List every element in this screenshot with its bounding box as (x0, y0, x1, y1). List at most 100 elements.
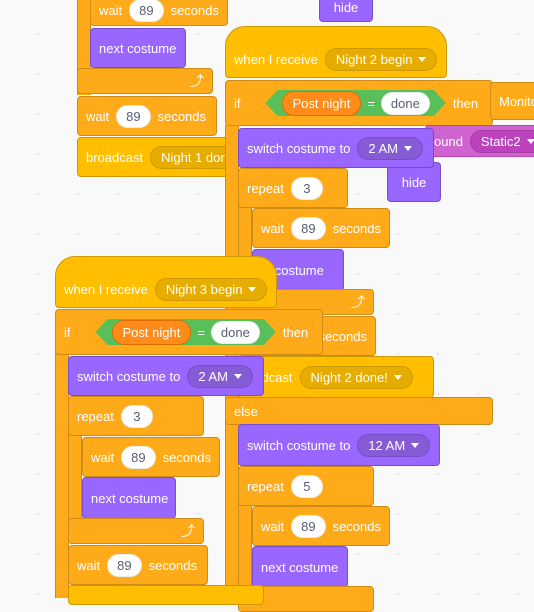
equals-label: = (197, 324, 205, 340)
broadcast-dropdown[interactable]: Night 1 don (150, 145, 239, 169)
wait-block[interactable]: wait 89 seconds (90, 0, 228, 26)
wait-seconds-input[interactable]: 89 (129, 0, 164, 22)
wait-label: wait (86, 108, 110, 124)
costume-value: 2 AM (368, 140, 398, 156)
when-i-receive-label: when I receive (234, 51, 318, 67)
else-bar: else (225, 397, 493, 425)
chevron-down-icon (403, 145, 412, 151)
sound-dropdown[interactable]: Static2 (469, 129, 534, 153)
broadcast-dropdown[interactable]: Night 2 done! (299, 365, 413, 389)
next-costume-label: next costume (261, 559, 339, 575)
switch-costume-label: switch costume to (247, 437, 351, 453)
hide-label: hide (333, 0, 359, 15)
switch-costume-block[interactable]: switch costume to 2 AM (238, 128, 434, 168)
then-label: then (282, 324, 309, 340)
if-label: if (234, 95, 241, 111)
sound-value: Static2 (480, 133, 521, 149)
repeat-count-input[interactable]: 3 (120, 404, 153, 428)
seconds-label: seconds (162, 449, 211, 465)
repeat-count-input[interactable]: 5 (290, 474, 323, 498)
if-block[interactable]: if Post night = done then (55, 309, 323, 355)
wait-seconds-input[interactable]: 89 (121, 445, 156, 469)
costume-dropdown[interactable]: 2 AM (357, 136, 423, 160)
post-night-variable[interactable]: Post night (282, 91, 362, 116)
seconds-label: seconds (170, 2, 219, 18)
equals-value-input[interactable]: done (381, 92, 430, 115)
equals-operator[interactable]: Post night = done (266, 90, 446, 116)
seconds-label: seconds (332, 518, 381, 534)
next-costume-block[interactable]: next costume (90, 28, 186, 68)
repeat-end-block: ⤴ (77, 68, 213, 94)
message-dropdown[interactable]: Night 2 begin (324, 47, 438, 71)
costume-dropdown[interactable]: 2 AM (187, 364, 253, 388)
when-i-receive-hat[interactable]: when I receive Night 2 begin (225, 26, 447, 78)
repeat-block[interactable]: repeat 3 (238, 168, 348, 208)
switch-costume-block[interactable]: switch costume to 2 AM (68, 356, 264, 396)
repeat-arm (238, 500, 252, 598)
broadcast-label: broadcast (86, 149, 144, 165)
broadcast-block[interactable]: broadcast Night 1 don (77, 137, 239, 177)
repeat-arrow-icon: ⤴ (181, 523, 195, 539)
equals-operator[interactable]: Post night = done (96, 319, 276, 345)
repeat-label: repeat (247, 478, 284, 494)
wait-block[interactable]: wait 89 seconds (77, 96, 217, 136)
equals-value-input[interactable]: done (211, 321, 260, 344)
wait-block[interactable]: wait 89 seconds (68, 545, 208, 585)
seconds-label: seconds (157, 108, 207, 124)
wait-label: wait (261, 220, 285, 236)
broadcast-block[interactable]: oadcast Night 2 done! (238, 356, 434, 398)
wait-seconds-input[interactable]: 89 (116, 104, 151, 128)
broadcast-value: Night 2 done! (310, 369, 388, 385)
repeat-arm (68, 432, 82, 542)
message-value: Night 3 begin (165, 281, 243, 297)
wait-seconds-input[interactable]: 89 (291, 514, 326, 538)
next-costume-block[interactable]: next costume (252, 546, 348, 588)
chevron-down-icon (411, 442, 420, 448)
wait-label: wait (99, 2, 123, 18)
switch-costume-label: switch costume to (77, 368, 181, 384)
repeat-count-input[interactable]: 3 (290, 176, 323, 200)
switch-costume-block[interactable]: switch costume to 12 AM (238, 424, 440, 466)
when-i-receive-hat[interactable]: when I receive Night 3 begin (55, 256, 277, 308)
wait-block[interactable]: wait 89 seconds (82, 437, 220, 477)
broadcast-block[interactable] (68, 585, 264, 605)
wait-label: wait (77, 557, 101, 573)
costume-dropdown[interactable]: 12 AM (357, 433, 431, 457)
hide-block[interactable]: hide (319, 0, 373, 22)
message-dropdown[interactable]: Night 3 begin (154, 277, 268, 301)
sound-label: ound (434, 133, 463, 149)
switch-costume-label: switch costume to (247, 140, 351, 156)
next-costume-block[interactable]: next costume (82, 477, 176, 519)
equals-label: = (367, 95, 375, 111)
else-label: else (234, 403, 258, 419)
play-sound-block[interactable]: ound Static2 (425, 125, 534, 157)
seconds-label: seconds (318, 328, 367, 344)
next-costume-label: next costume (91, 490, 169, 506)
chevron-down-icon (248, 286, 257, 292)
wait-block[interactable]: wait 89 seconds (252, 208, 390, 248)
hide-block[interactable]: hide (387, 162, 441, 202)
repeat-label: repeat (247, 180, 284, 196)
post-night-variable[interactable]: Post night (112, 320, 192, 345)
if-else-block[interactable]: if Post night = done then (225, 80, 493, 126)
message-value: Night 2 begin (335, 51, 413, 67)
if-label: if (64, 324, 71, 340)
chevron-down-icon (233, 373, 242, 379)
then-label: then (452, 95, 479, 111)
costume-value: 12 AM (368, 437, 406, 453)
repeat-block[interactable]: repeat 3 (68, 396, 204, 436)
next-costume-label: next costume (99, 40, 177, 56)
if-arm (55, 350, 69, 598)
costume-value: 2 AM (198, 368, 228, 384)
chevron-down-icon (393, 374, 402, 380)
wait-label: wait (261, 518, 285, 534)
repeat-block[interactable]: repeat 5 (238, 466, 374, 506)
wait-seconds-input[interactable]: 89 (107, 553, 142, 577)
repeat-arrow-icon: ⤴ (190, 73, 204, 89)
when-i-receive-label: when I receive (64, 281, 148, 297)
wait-seconds-input[interactable]: 89 (291, 216, 326, 240)
wait-block[interactable]: wait 89 seconds (252, 506, 390, 546)
chevron-down-icon (526, 138, 534, 144)
